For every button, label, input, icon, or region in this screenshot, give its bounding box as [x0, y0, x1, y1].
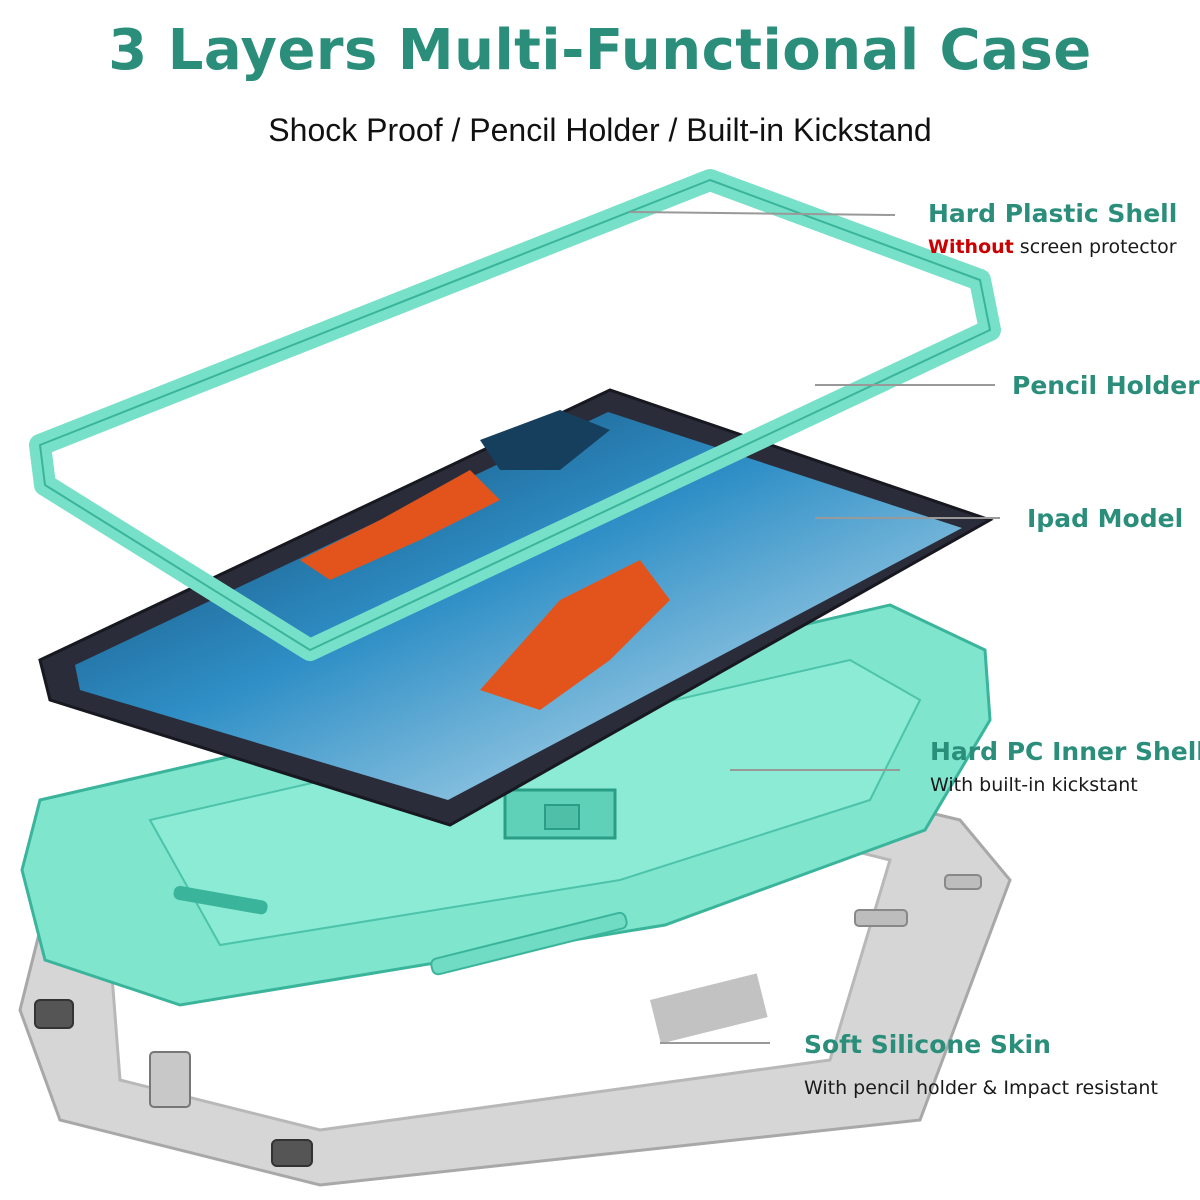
- leader-line-hard-plastic-shell: [629, 211, 896, 216]
- silicone-strap-slot-bottom: [271, 1139, 313, 1167]
- silicone-volume-button: [854, 909, 908, 927]
- callout-pencil-holder: Pencil Holder: [1012, 371, 1200, 400]
- callout-note: With pencil holder & Impact resistant: [804, 1077, 1158, 1099]
- silicone-strap-slot-left: [34, 999, 74, 1029]
- callout-label: Soft Silicone Skin: [804, 1030, 1051, 1059]
- callout-label: Pencil Holder: [1012, 371, 1200, 400]
- ipad-model: [38, 388, 994, 827]
- callout-soft-silicone-skin: Soft Silicone Skin With pencil holder & …: [804, 1030, 1158, 1099]
- page-title: 3 Layers Multi-Functional Case: [108, 18, 1092, 83]
- callout-ipad-model: Ipad Model: [1027, 504, 1183, 533]
- callout-note-text: screen protector: [1013, 236, 1177, 258]
- callout-hard-plastic-shell: Hard Plastic Shell Without screen protec…: [928, 199, 1177, 258]
- inner-shell-side-bar: [430, 911, 628, 976]
- callout-note: Without screen protector: [928, 236, 1177, 258]
- wallpaper-shape-orange: [480, 560, 670, 710]
- wallpaper-shape-dark: [480, 410, 610, 470]
- callout-label: Ipad Model: [1027, 504, 1184, 533]
- callout-note: With built-in kickstant: [930, 774, 1138, 796]
- callout-hard-pc-inner-shell: Hard PC Inner Shell With built-in kickst…: [930, 737, 1200, 796]
- page-subtitle: Shock Proof / Pencil Holder / Built-in K…: [268, 112, 932, 148]
- silicone-corner-slot: [149, 1051, 191, 1108]
- inner-shell-slot: [173, 885, 268, 915]
- hard-pc-inner-shell-layer: [20, 603, 992, 1007]
- callout-label: Hard PC Inner Shell: [930, 737, 1200, 766]
- kickstand-hinge: [544, 804, 580, 830]
- callout-note-emphasis: Without: [928, 236, 1014, 258]
- wallpaper-shape-orange-upper: [300, 470, 500, 580]
- silicone-side-button: [944, 874, 982, 890]
- hard-plastic-shell-layer: [29, 169, 1001, 661]
- silicone-grip-texture: [650, 973, 768, 1044]
- callout-label: Hard Plastic Shell: [928, 199, 1178, 228]
